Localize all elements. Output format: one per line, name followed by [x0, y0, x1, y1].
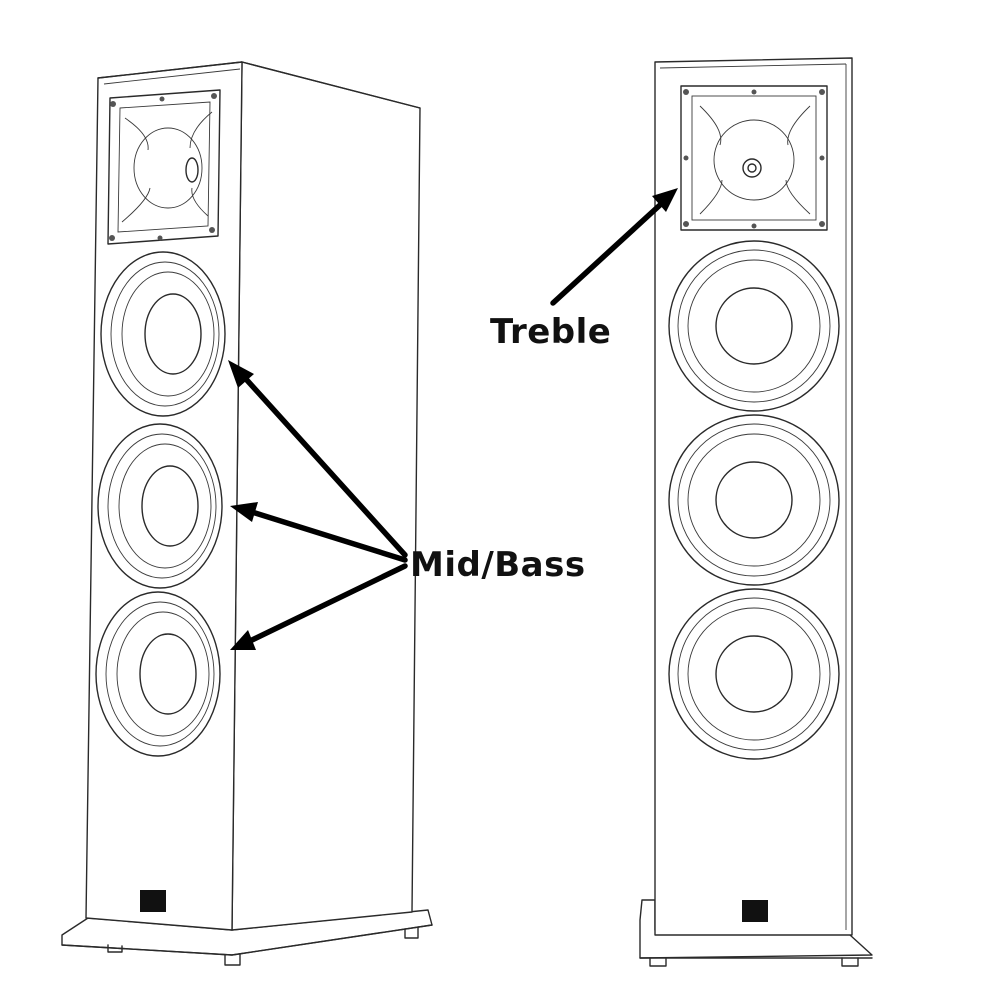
- right-speaker-body: [654, 57, 853, 936]
- treble-arrow-icon: [550, 188, 678, 306]
- right-woofer-bottom-icon: [668, 588, 840, 760]
- left-woofer-top-icon: [100, 251, 226, 417]
- treble-label: Treble: [490, 312, 612, 352]
- left-tweeter-icon: [107, 89, 221, 245]
- midbass-arrow-bottom-icon: [230, 563, 408, 650]
- left-woofer-bottom-icon: [95, 591, 221, 757]
- right-woofer-top-icon: [668, 240, 840, 412]
- right-speaker-badge: [742, 900, 768, 922]
- right-speaker-icon: [639, 57, 873, 967]
- right-tweeter-icon: [680, 85, 828, 231]
- right-woofer-middle-icon: [668, 414, 840, 586]
- midbass-label: Mid/Bass: [410, 545, 586, 585]
- left-speaker-badge: [140, 890, 166, 912]
- midbass-arrow-middle-icon: [230, 502, 408, 563]
- left-speaker-icon: [61, 61, 433, 966]
- left-woofer-middle-icon: [97, 423, 223, 589]
- left-speaker-side-panel: [231, 61, 421, 931]
- midbass-arrow-top-icon: [228, 360, 408, 558]
